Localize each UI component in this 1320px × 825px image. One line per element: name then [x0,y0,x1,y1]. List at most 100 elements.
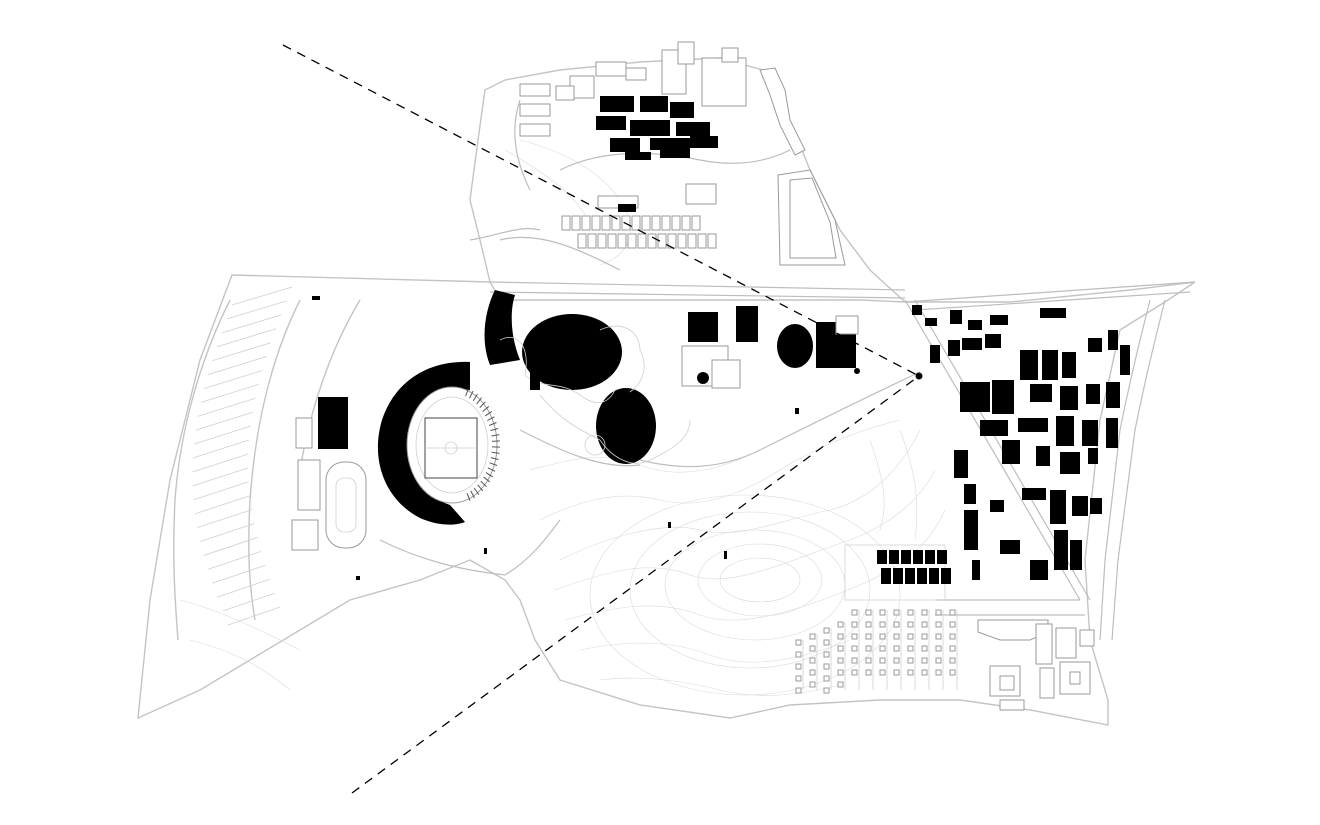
residential-block [1088,448,1098,464]
rowhouse-unit [935,609,942,616]
school-wing [617,233,627,249]
rowhouse-unit [893,669,900,676]
rowhouse-unit [837,621,844,628]
seating-tick [473,487,480,496]
village-block [650,138,690,150]
residential-block [962,338,982,350]
residential-block [972,560,980,580]
residential-block [1108,330,1118,350]
rowhouse-rows-south [795,609,958,694]
residential-block [1056,416,1074,446]
tent-roof-canopies [484,290,691,464]
school-wing [661,215,671,231]
rowhouse-unit [949,633,956,640]
school-wing [647,233,657,249]
rowhouse-unit [865,633,872,640]
seating-tick [483,476,491,483]
residential-block [1042,350,1058,380]
school-annex [618,204,636,212]
seating-tick [490,427,499,432]
village-block [690,136,718,148]
rowhouse-unit [893,645,900,652]
seating-tick [491,434,500,437]
parking-stripe [204,370,263,389]
rowhouse-unit [823,639,830,646]
school-wing [587,233,597,249]
village-block [610,138,640,152]
parking-stripe [195,411,253,431]
seating-tick [469,390,474,399]
rowhouse-unit [837,669,844,676]
stadium-seating-stripes [465,388,500,501]
rowhouse-unit [893,621,900,628]
rowhouse-unit [893,633,900,640]
rowhouse-unit [879,657,886,664]
olympic-stadium [377,361,500,525]
parking-stripe [197,509,253,528]
parking-stripes [192,286,293,626]
seating-tick [465,388,469,397]
rowhouse-blocks-dark [877,550,951,584]
school-wing [641,215,651,231]
parking-stripe [212,564,266,584]
school-wing [561,215,571,231]
central-buildings [681,306,922,389]
rowhouse-unit [865,645,872,652]
seating-tick [466,493,471,501]
rowhouse-unit [851,621,858,628]
rowhouse-block [913,550,923,564]
residential-block [1002,440,1020,464]
rowhouse-unit [921,669,928,676]
rowhouse-unit [837,645,844,652]
rowhouse-unit [879,621,886,628]
seating-tick [477,484,484,492]
residential-block [1082,420,1098,446]
rowhouse-unit [921,645,928,652]
rowhouse-block [881,568,891,584]
rowhouse-unit [795,663,802,670]
parking-stripe [212,342,272,362]
seating-tick [491,440,500,442]
rowhouse-unit [865,657,872,664]
rowhouse-unit [907,645,914,652]
seating-tick [485,472,493,478]
rowhouse-unit [935,669,942,676]
school-wing [707,233,717,249]
swimming-hall-canopy [596,388,656,464]
rowhouse-unit [907,657,914,664]
rowhouse-block [889,550,899,564]
village-block [640,96,668,112]
stadium-roof [377,361,470,525]
school-wing [631,215,641,231]
rowhouse-unit [879,645,886,652]
olympic-building-a [688,312,718,342]
rowhouse-unit [949,669,956,676]
residential-blocks [912,305,1130,580]
parking-stripe [200,523,255,542]
rowhouse-block [893,568,903,584]
village-block [625,152,651,160]
parking-stripe [195,495,251,515]
school-wing [691,215,701,231]
seating-tick [484,411,493,417]
seating-tick [487,467,496,472]
parking-stripe [216,328,277,348]
rowhouse-unit [907,633,914,640]
residential-block [1106,382,1120,408]
parking-stripe [217,578,271,598]
rowhouse-unit [795,651,802,658]
residential-block [1050,490,1066,524]
parking-stripe [192,467,249,487]
school-wing [597,233,607,249]
rowhouse-unit [823,663,830,670]
parking-stripe [203,537,258,556]
rowhouse-unit [865,621,872,628]
residential-block [968,320,982,330]
residential-block [954,450,968,478]
school-wing [627,233,637,249]
school-wing [571,215,581,231]
school-wing [611,215,621,231]
residential-outlined-block [1069,671,1081,685]
residential-block [960,382,990,412]
residential-outlined-block [1039,667,1055,699]
